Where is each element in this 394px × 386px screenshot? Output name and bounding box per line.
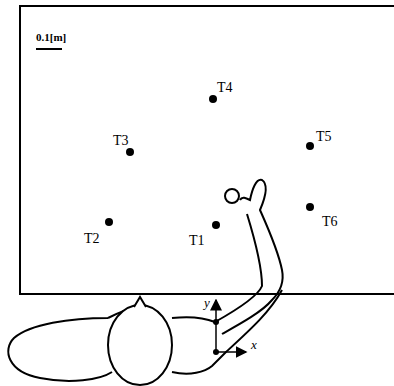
scale-label: 0.1[m] bbox=[36, 32, 66, 43]
scale-bar bbox=[36, 48, 62, 50]
target-label: T1 bbox=[189, 234, 205, 248]
nose bbox=[134, 297, 146, 307]
target-label: T6 bbox=[322, 215, 338, 229]
x-axis bbox=[216, 351, 246, 353]
y-axis bbox=[215, 300, 217, 322]
shoulder-link bbox=[215, 322, 217, 352]
axis-label: y bbox=[204, 296, 210, 309]
head bbox=[108, 305, 172, 385]
axis-label: x bbox=[251, 338, 257, 351]
target-dots bbox=[105, 95, 314, 229]
handle bbox=[225, 189, 239, 203]
target-label: T5 bbox=[316, 130, 332, 144]
target-label: T4 bbox=[217, 81, 233, 95]
target-label: T2 bbox=[84, 232, 100, 246]
target-label: T3 bbox=[113, 134, 129, 148]
table-outline bbox=[20, 6, 394, 294]
arm-outline bbox=[172, 180, 283, 334]
